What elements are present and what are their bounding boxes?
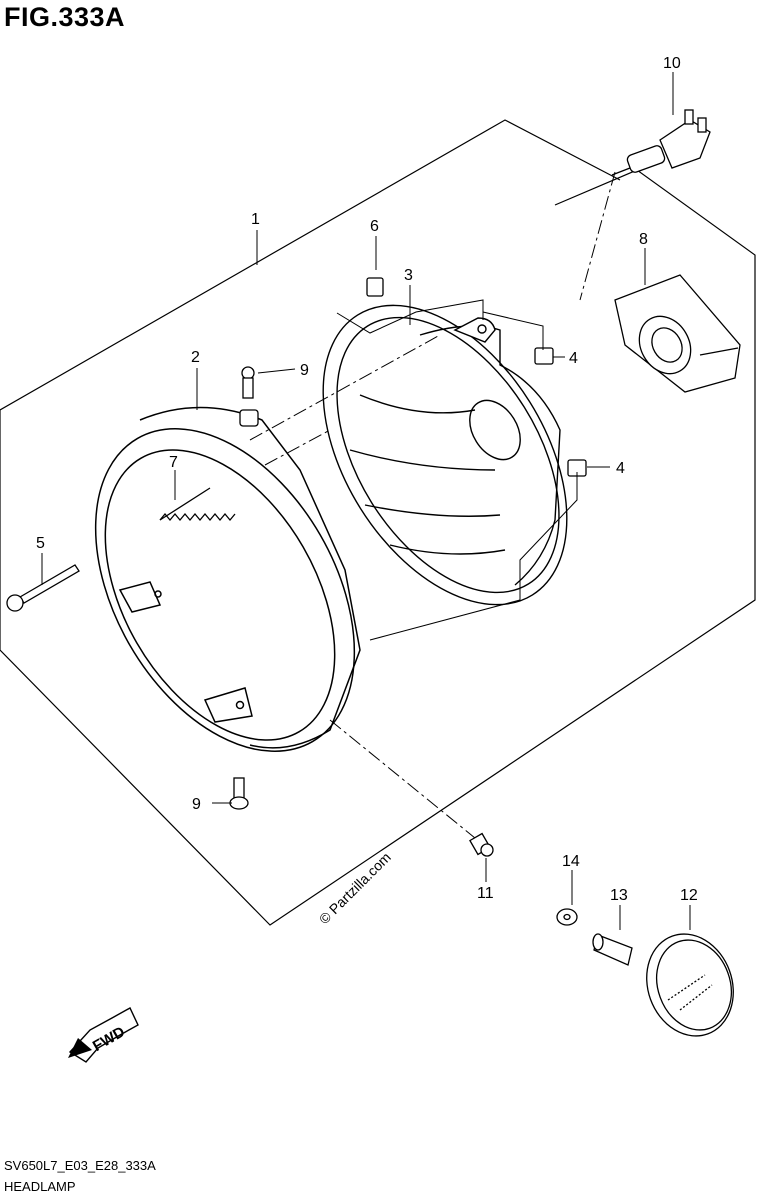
arrow-icon — [68, 1038, 92, 1058]
washer-part — [556, 908, 578, 926]
diagram-code: SV650L7_E03_E28_333A — [4, 1158, 156, 1173]
callout-3: 3 — [404, 267, 413, 284]
spacer-part — [592, 933, 633, 966]
callout-14: 14 — [562, 853, 580, 870]
callout-5: 5 — [36, 535, 45, 552]
callout-9-upper: 9 — [300, 362, 309, 379]
bulb-part — [611, 109, 711, 176]
screw-part-upper — [239, 366, 259, 427]
nut-part — [366, 277, 587, 477]
adjuster-screw-part — [469, 832, 494, 857]
leader-lines — [41, 72, 691, 930]
callout-6: 6 — [370, 218, 379, 235]
diagram-name: HEADLAMP — [4, 1179, 76, 1194]
callout-4-lower: 4 — [616, 460, 625, 477]
callout-11: 11 — [477, 885, 494, 902]
callout-4-upper: 4 — [569, 350, 578, 367]
reflector-unit-part — [322, 304, 568, 606]
callout-9-lower: 9 — [192, 796, 201, 813]
spring-part — [159, 487, 236, 522]
assembly-outline — [0, 119, 756, 926]
reflex-reflector-part — [646, 933, 734, 1037]
watermark-text: © Partzilla.com — [316, 849, 394, 927]
screw-part-lower — [229, 777, 249, 810]
forward-direction-badge: FWD — [68, 1007, 139, 1063]
callout-8: 8 — [639, 231, 648, 248]
bulb-cover-part — [614, 274, 741, 393]
callout-7: 7 — [169, 454, 178, 471]
figure-title: FIG.333A — [4, 2, 126, 32]
callout-12: 12 — [680, 887, 698, 904]
callout-13: 13 — [610, 887, 628, 904]
callout-1: 1 — [251, 211, 260, 228]
screw-part — [6, 564, 80, 612]
callout-10: 10 — [663, 55, 681, 72]
callout-2: 2 — [191, 349, 200, 366]
rim-part — [94, 406, 361, 752]
alignment-lines — [249, 171, 616, 839]
